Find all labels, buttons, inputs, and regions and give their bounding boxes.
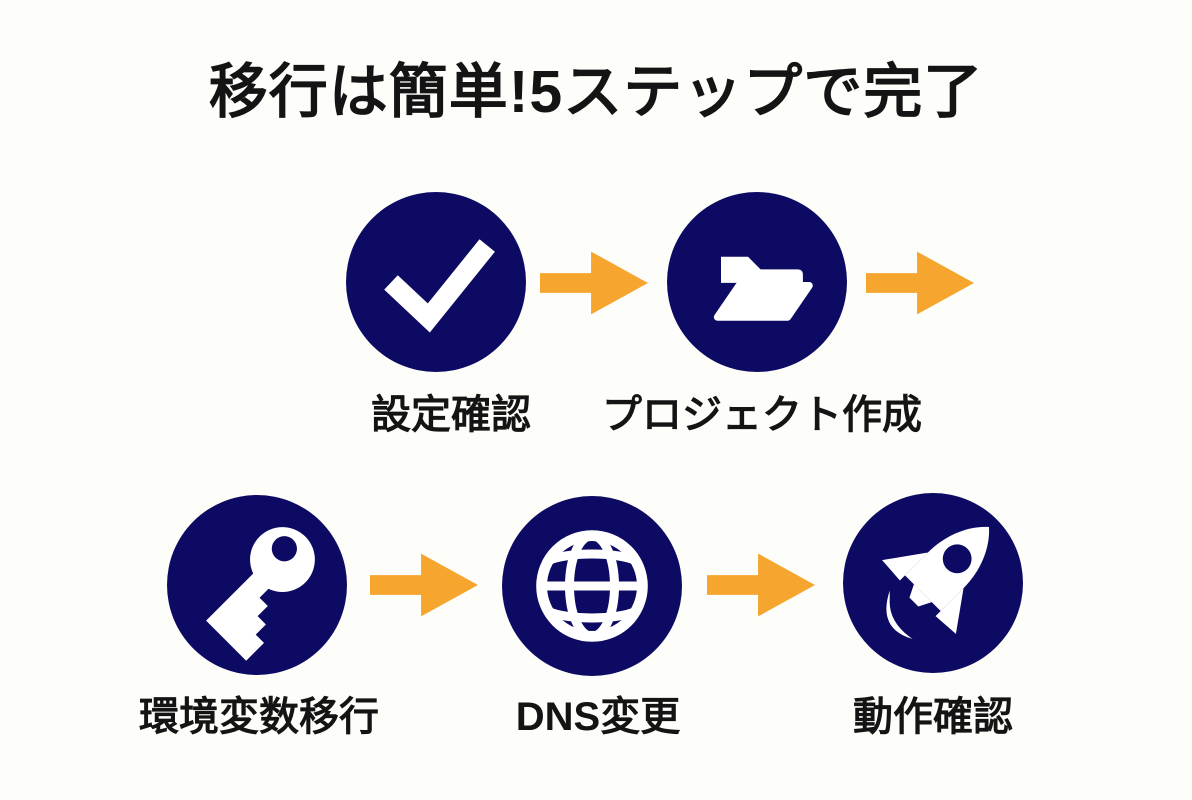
step-circle-project-create (667, 192, 847, 372)
page-title: 移行は簡単!5ステップで完了 (208, 59, 984, 125)
step-circle-env-vars (167, 495, 347, 675)
key-icon (206, 527, 315, 661)
rocket-icon (882, 526, 990, 640)
arrow-right-icon (370, 553, 478, 617)
arrow-right-icon (540, 251, 648, 315)
arrow-right-icon (707, 553, 815, 617)
step-circle-operation-check (843, 493, 1023, 673)
step-label: 環境変数移行 (139, 695, 379, 739)
step-circle-settings-check (346, 192, 526, 372)
step-label: 設定確認 (371, 393, 531, 437)
arrow-right-icon (866, 251, 974, 315)
step-label: プロジェクト作成 (602, 393, 922, 437)
step-label: 動作確認 (853, 695, 1013, 739)
step-label: DNS変更 (515, 695, 681, 739)
check-icon (384, 239, 495, 333)
globe-icon (536, 530, 648, 642)
folder-open-icon (713, 256, 813, 321)
step-circle-dns-change (502, 496, 682, 676)
